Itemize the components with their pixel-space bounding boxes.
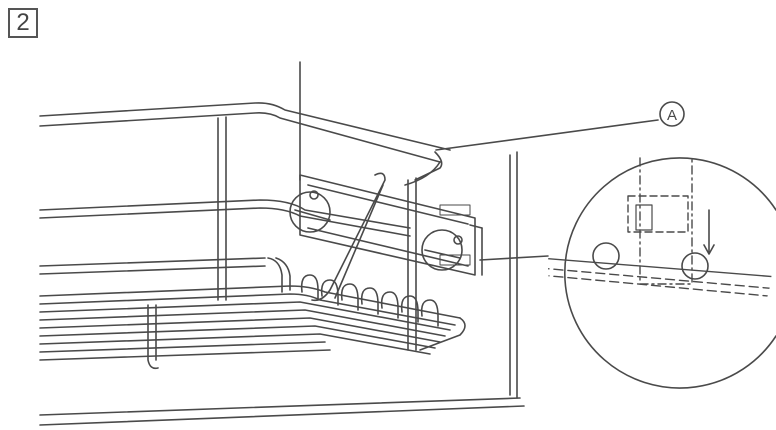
- runner-bracket: [299, 174, 483, 276]
- runner-mounting-points: [289, 191, 463, 271]
- step-number-box: 2: [8, 8, 38, 38]
- callout-a: A: [659, 101, 685, 127]
- cabinet-frame: [39, 61, 525, 426]
- detail-magnifier: [548, 153, 776, 389]
- callout-a-label: A: [667, 107, 677, 124]
- basket-middle-rails: [39, 199, 411, 275]
- basket-bottom-grid: [39, 257, 466, 370]
- step-number: 2: [16, 9, 30, 36]
- basket-top-rail: [39, 102, 451, 186]
- basket-uprights: [217, 116, 417, 351]
- detail-leader-line: [435, 119, 659, 261]
- diagonal-strut: [311, 172, 386, 302]
